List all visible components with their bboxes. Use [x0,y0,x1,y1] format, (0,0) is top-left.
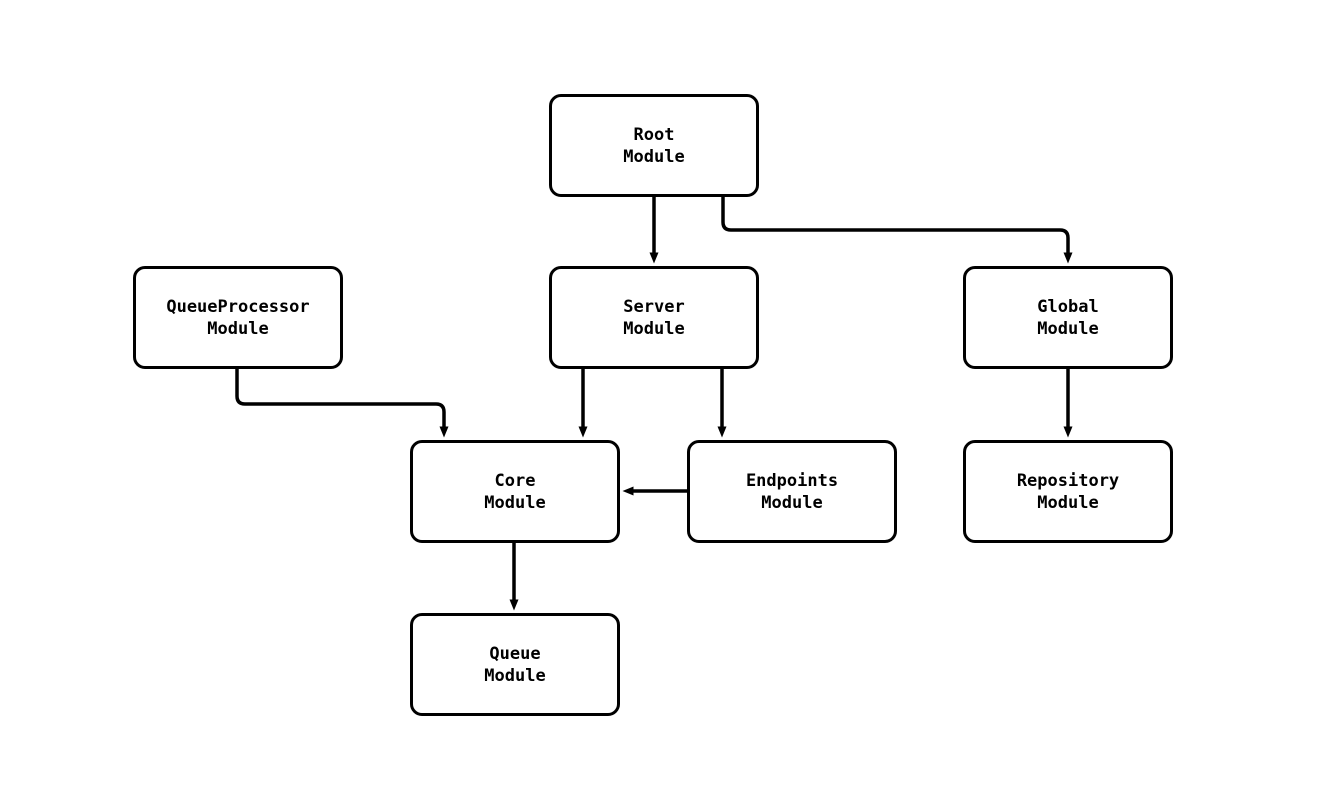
node-core-module[interactable]: Core Module [410,440,620,543]
node-endpoints-module[interactable]: Endpoints Module [687,440,897,543]
node-global-module[interactable]: Global Module [963,266,1173,369]
node-queue-module-line2: Module [484,665,546,686]
node-root-module[interactable]: Root Module [549,94,759,197]
node-core-module-line2: Module [484,492,546,513]
node-server-module[interactable]: Server Module [549,266,759,369]
node-root-module-line1: Root [633,124,675,145]
node-queueprocessor-module-line2: Module [207,318,269,339]
node-root-module-line2: Module [623,146,685,167]
node-endpoints-module-line2: Module [761,492,823,513]
node-server-module-line2: Module [623,318,685,339]
node-queue-module-line1: Queue [489,643,541,664]
node-server-module-line1: Server [623,296,685,317]
node-queueprocessor-module-line1: QueueProcessor [166,296,310,317]
edge-queueprocessor-to-core [235,369,449,438]
node-core-module-line1: Core [494,470,536,491]
node-repository-module-line1: Repository [1016,470,1120,491]
node-endpoints-module-line1: Endpoints [745,470,839,491]
node-queue-module[interactable]: Queue Module [410,613,620,716]
node-global-module-line1: Global [1037,296,1099,317]
edge-root-to-global [721,197,1073,264]
node-queueprocessor-module[interactable]: QueueProcessor Module [133,266,343,369]
node-repository-module[interactable]: Repository Module [963,440,1173,543]
node-global-module-line2: Module [1037,318,1099,339]
node-repository-module-line2: Module [1037,492,1099,513]
